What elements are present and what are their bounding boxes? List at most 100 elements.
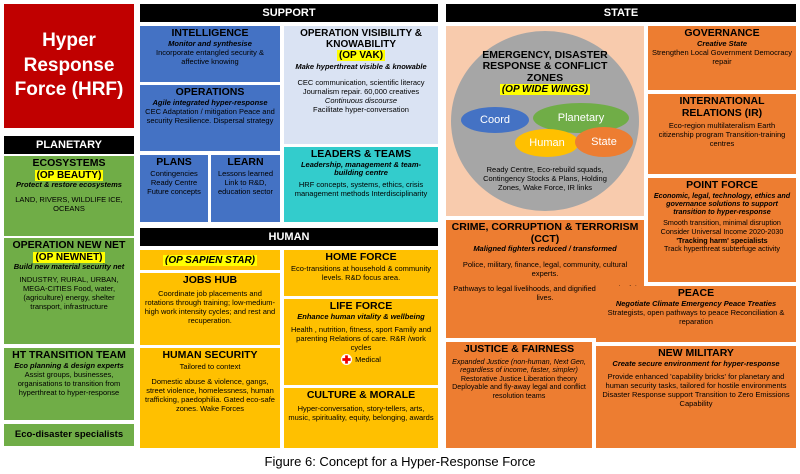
- governance-title: GOVERNANCE: [684, 27, 760, 39]
- new-military-title: NEW MILITARY: [658, 347, 734, 359]
- emergency-body: Ready Centre, Eco-rebuild squads, Contin…: [483, 165, 607, 193]
- ir-box: INTERNATIONAL RELATIONS (IR) Eco-region …: [648, 94, 796, 174]
- operations-title: OPERATIONS: [175, 86, 245, 98]
- life-force-box: LIFE FORCE Enhance human vitality & well…: [284, 299, 438, 385]
- point-force-box: POINT FORCE Economic, legal, technology,…: [648, 178, 796, 282]
- human-security-title: HUMAN SECURITY: [162, 349, 258, 361]
- cct-title: CRIME, CORRUPTION & TERRORISM (CCT): [451, 221, 639, 245]
- vak-tag: (OP VAK): [336, 50, 386, 61]
- ir-title: INTERNATIONAL RELATIONS (IR): [679, 95, 765, 119]
- medical-row: Medical: [341, 354, 381, 366]
- intelligence-body: Incorporate entangled security & affecti…: [156, 48, 264, 67]
- vak-body-2: Facilitate hyper-conversation: [313, 104, 409, 114]
- emergency-box: EMERGENCY, DISASTER RESPONSE & CONFLICT …: [446, 26, 644, 216]
- leaders-title: LEADERS & TEAMS: [310, 148, 412, 160]
- jobs-hub-body: Coordinate job placements and rotations …: [144, 288, 276, 325]
- ecosystems-body: LAND, RIVERS, WILDLIFE ICE, OCEANS: [15, 195, 123, 214]
- sapien-box: (OP SAPIEN STAR): [140, 250, 280, 270]
- transition-subtitle: Eco planning & design experts: [14, 360, 124, 370]
- peace-body: Strategists, open pathways to peace Reco…: [607, 308, 785, 327]
- home-force-title: HOME FORCE: [325, 251, 397, 263]
- learn-box: LEARN Lessons learned Link to R&D, educa…: [211, 155, 280, 222]
- hrf-title: Hyper Response Force (HRF): [14, 29, 124, 101]
- sapien-tag: (OP SAPIEN STAR): [162, 254, 257, 266]
- plans-body: Contingencies Ready Centre Future concep…: [147, 168, 201, 196]
- state-label: State: [591, 136, 617, 149]
- emergency-title: EMERGENCY, DISASTER RESPONSE & CONFLICT …: [482, 48, 608, 84]
- newnet-body: INDUSTRY, RURAL, URBAN, MEGA-CITIES Food…: [19, 275, 119, 312]
- human-label: Human: [529, 137, 565, 150]
- leaders-body: HRF concepts, systems, ethics, crisis ma…: [294, 179, 428, 198]
- operations-subtitle: Agile integrated hyper-response: [152, 97, 268, 107]
- eco-specialists-box: Eco-disaster specialists: [4, 424, 134, 446]
- ecosystems-box: ECOSYSTEMS (OP BEAUTY) Protect & restore…: [4, 156, 134, 236]
- point-force-body: Smooth transition, minimal disruption: [663, 218, 781, 228]
- eco-specialists-title: Eco-disaster specialists: [14, 428, 124, 440]
- ir-body: Eco-region multilateralism Earth citizen…: [658, 121, 786, 149]
- state-header: STATE: [446, 4, 796, 22]
- transition-body: Assist groups, businesses, organisations…: [17, 370, 121, 398]
- leaders-box: LEADERS & TEAMS Leadership, management &…: [284, 147, 438, 222]
- human-security-box: HUMAN SECURITY Tailored to context Domes…: [140, 348, 280, 448]
- culture-title: CULTURE & MORALE: [306, 389, 416, 401]
- ecosystems-tag: (OP BEAUTY): [34, 169, 104, 181]
- culture-box: CULTURE & MORALE Hyper-conversation, sto…: [284, 388, 438, 448]
- point-force-body-c: Consider Universal Income 2020-2030: [660, 227, 784, 237]
- operations-body: CEC Adaptation / mitigation Peace and se…: [145, 107, 275, 126]
- peace-title: PEACE: [677, 287, 715, 299]
- culture-body: Hyper-conversation, story-tellers, arts,…: [288, 403, 434, 422]
- peace-subtitle: Negotiate Climate Emergency Peace Treati…: [615, 298, 777, 308]
- justice-body-2: Restorative Justice Liberation theory De…: [452, 373, 586, 401]
- governance-subtitle: Creative State: [696, 38, 748, 48]
- newnet-tag: (OP NEWNET): [33, 251, 105, 263]
- human-security-body-2: Domestic abuse & violence, gangs, street…: [145, 376, 275, 413]
- vak-box: OPERATION VISIBILITY & KNOWABILITY (OP V…: [284, 26, 438, 144]
- medical-cross-icon: [341, 354, 353, 366]
- transition-box: HT TRANSITION TEAM Eco planning & design…: [4, 348, 134, 420]
- justice-box: JUSTICE & FAIRNESS Expanded Justice (non…: [446, 342, 592, 448]
- figure-caption: Figure 6: Concept for a Hyper-Response F…: [264, 454, 536, 469]
- cct-body: Police, military, finance, legal, commun…: [462, 259, 628, 278]
- vak-title: OPERATION VISIBILITY & KNOWABILITY: [300, 28, 422, 50]
- coord-oval: Coord: [461, 107, 529, 134]
- home-force-box: HOME FORCE Eco-transitions at household …: [284, 250, 438, 296]
- life-force-title: LIFE FORCE: [329, 300, 393, 312]
- planetary-header: PLANETARY: [4, 136, 134, 154]
- life-force-body: Health , nutrition, fitness, sport Famil…: [290, 325, 432, 353]
- governance-body: Strengthen Local Government Democracy re…: [651, 48, 793, 67]
- human-header: HUMAN: [140, 228, 438, 246]
- justice-title: JUSTICE & FAIRNESS: [463, 343, 575, 355]
- plans-box: PLANS Contingencies Ready Centre Future …: [140, 155, 208, 222]
- point-force-title: POINT FORCE: [686, 179, 758, 191]
- intelligence-box: INTELLIGENCE Monitor and synthesise Inco…: [140, 26, 280, 82]
- cct-body-2: Pathways to legal livelihoods, and digni…: [453, 283, 637, 302]
- governance-box: GOVERNANCE Creative State Strengthen Loc…: [648, 26, 796, 90]
- new-military-body: Provide enhanced 'capability bricks' for…: [605, 372, 787, 391]
- newnet-subtitle: Build new material security net: [13, 261, 125, 271]
- point-force-body-2: Track hyperthreat subterfuge activity: [664, 244, 780, 254]
- human-oval: Human: [515, 129, 579, 158]
- vak-subtitle: Make hyperthreat visible & knowable: [295, 62, 427, 71]
- operations-box: OPERATIONS Agile integrated hyper-respon…: [140, 85, 280, 151]
- support-header: SUPPORT: [140, 4, 438, 22]
- vak-body-italic: Continuous discourse: [324, 95, 398, 105]
- newnet-box: OPERATION NEW NET (OP NEWNET) Build new …: [4, 238, 134, 344]
- coord-label: Coord: [480, 114, 510, 127]
- new-military-body-2: Disaster Response support Transition to …: [602, 390, 790, 409]
- intelligence-subtitle: Monitor and synthesise: [168, 38, 252, 48]
- medical-label: Medical: [355, 355, 381, 365]
- learn-title: LEARN: [227, 156, 264, 168]
- jobs-hub-title: JOBS HUB: [182, 274, 238, 286]
- emergency-content: EMERGENCY, DISASTER RESPONSE & CONFLICT …: [450, 48, 640, 193]
- learn-body: Lessons learned Link to R&D, education s…: [217, 168, 274, 196]
- state-oval: State: [575, 127, 633, 158]
- hrf-title-box: Hyper Response Force (HRF): [4, 4, 134, 128]
- cct-subtitle: Maligned fighters reduced / transformed: [473, 244, 617, 254]
- intelligence-title: INTELLIGENCE: [171, 27, 249, 39]
- domain-ovals: Coord Planetary Human State: [455, 99, 635, 161]
- planetary-label: Planetary: [557, 112, 605, 125]
- ecosystems-subtitle: Protect & restore ecosystems: [16, 179, 122, 189]
- plans-title: PLANS: [156, 156, 192, 168]
- new-military-box: NEW MILITARY Create secure environment f…: [596, 346, 796, 448]
- emergency-tag: (OP WIDE WINGS): [499, 84, 591, 96]
